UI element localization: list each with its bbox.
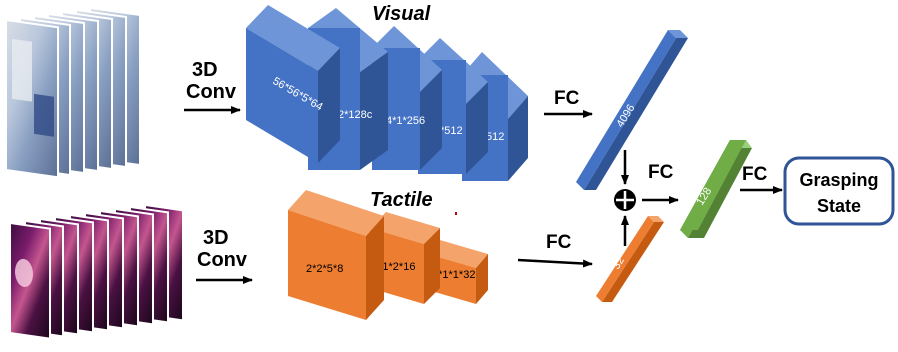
tactile-fc-bar: 32: [596, 216, 664, 302]
tactile-fc-label: FC: [546, 232, 572, 253]
tactile-layer-1: 2*2*5*8: [288, 190, 384, 320]
tactile-input-frames: [9, 203, 184, 340]
visual-layer-2-label: 2*128c: [338, 109, 373, 121]
fusion-fc-label: FC: [648, 162, 674, 183]
visual-layer-1: 56*56*5*64: [246, 5, 340, 163]
output-box: Grasping State: [783, 156, 895, 226]
add-operator-icon: [614, 189, 636, 211]
tactile-conv-label-line1: 3D: [203, 227, 229, 249]
stray-mark: [455, 212, 457, 215]
output-line1: Grasping: [799, 170, 878, 190]
visual-title: Visual: [372, 3, 431, 25]
visual-layer-5-label: 512: [486, 131, 504, 143]
output-line2: State: [817, 196, 861, 216]
tactile-conv-label-line2: Conv: [197, 249, 248, 271]
tactile-title: Tactile: [370, 189, 433, 211]
tactile-layer-3-label: 1*1*1*32: [432, 269, 475, 281]
visual-fc-label: FC: [554, 88, 580, 109]
visual-fc-bar: 4096: [576, 30, 688, 190]
visual-layer-4-label: *512: [440, 125, 463, 137]
visual-conv-label-line1: 3D: [192, 59, 218, 81]
tactile-layer-1-label: 2*2*5*8: [306, 263, 343, 275]
output-fc-label: FC: [742, 164, 768, 185]
visual-input-frames: [5, 6, 141, 179]
tactile-fc-arrow: [517, 258, 593, 268]
visual-layer-3-label: 4*1*256: [386, 115, 425, 127]
visual-conv-label-line2: Conv: [186, 81, 237, 103]
tactile-fc-size: 32: [610, 255, 627, 272]
